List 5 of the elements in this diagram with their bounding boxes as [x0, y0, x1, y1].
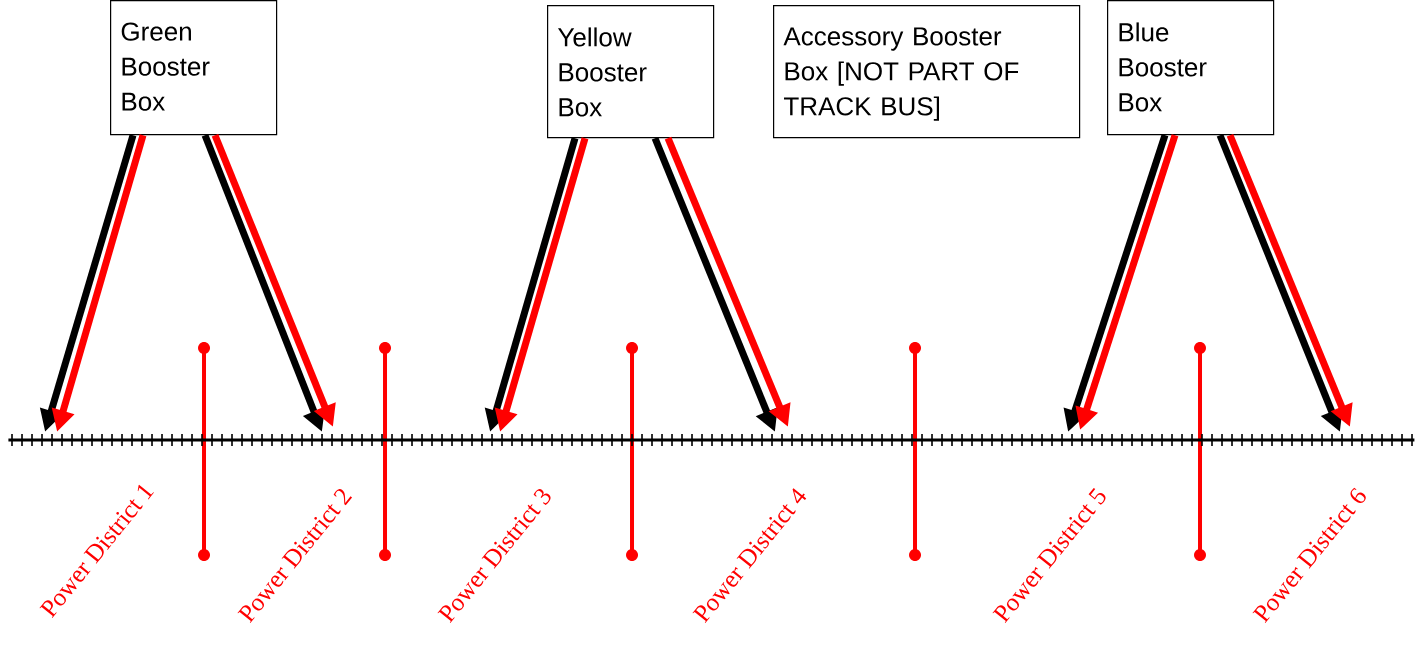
railroad-track [8, 433, 1415, 447]
booster-box: Green Booster Box [110, 0, 278, 136]
booster-box: Blue Booster Box [1107, 0, 1275, 136]
booster-box: Yellow Booster Box [547, 5, 715, 139]
booster-box: Accessory Booster Box [NOT PART OF TRACK BUS] [773, 5, 1081, 139]
